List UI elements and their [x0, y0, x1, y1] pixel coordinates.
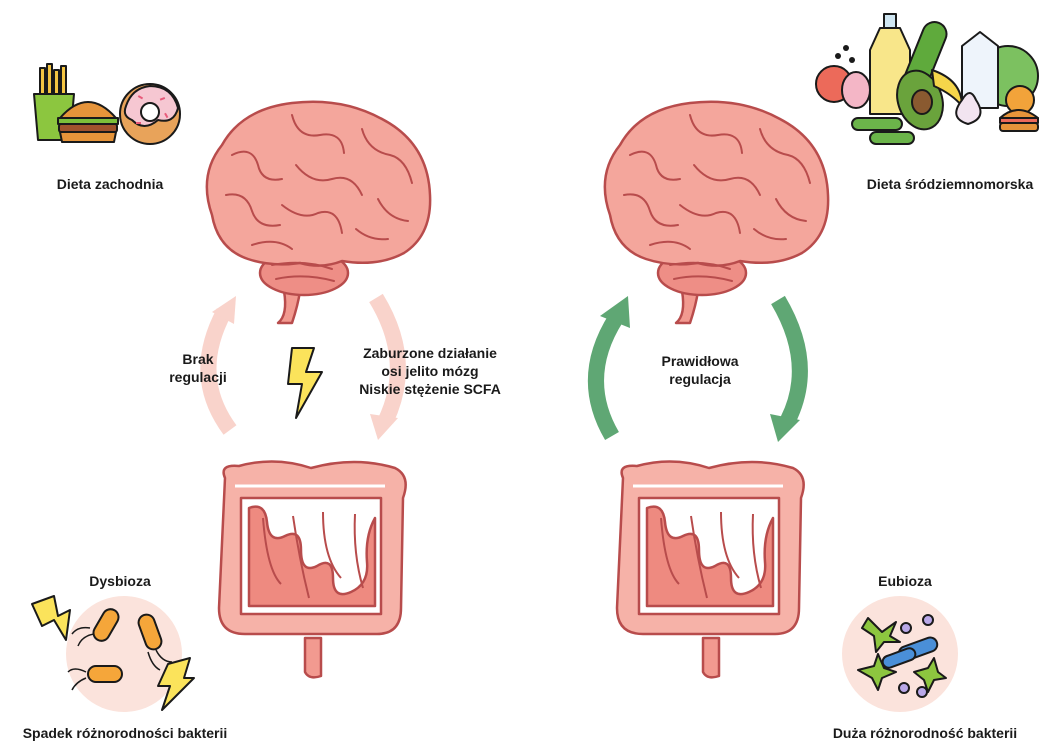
dysbiosis-label: Dysbioza: [60, 572, 180, 590]
high-bacteria-diversity-label: Duża różnorodność bakterii: [800, 724, 1050, 742]
lightning-icon: [284, 346, 328, 420]
fast-food-icon: [28, 62, 188, 152]
western-diet-label: Dieta zachodnia: [20, 175, 200, 193]
healthy-food-icon: [812, 10, 1044, 150]
left-cycle-arrow-down-head: [370, 414, 398, 440]
mediterranean-diet-label: Dieta śródziemnomorska: [850, 175, 1050, 193]
bacteria-decrease-label: Spadek różnorodności bakterii: [0, 724, 250, 742]
right-cycle-arrow-up: [596, 318, 616, 436]
no-regulation-label: Brak regulacji: [148, 350, 248, 386]
right-cycle-arrow-down: [778, 300, 800, 420]
bacteria-icon: [28, 592, 198, 716]
eubiosis-label: Eubioza: [850, 572, 960, 590]
intestine-icon: [205, 458, 415, 680]
disrupted-axis-label: Zaburzone działanie osi jelito mózg Nisk…: [340, 344, 520, 398]
proper-regulation-label: Prawidłowa regulacja: [640, 352, 760, 388]
intestine-icon: [603, 458, 813, 680]
bacteria-icon: [838, 592, 962, 716]
